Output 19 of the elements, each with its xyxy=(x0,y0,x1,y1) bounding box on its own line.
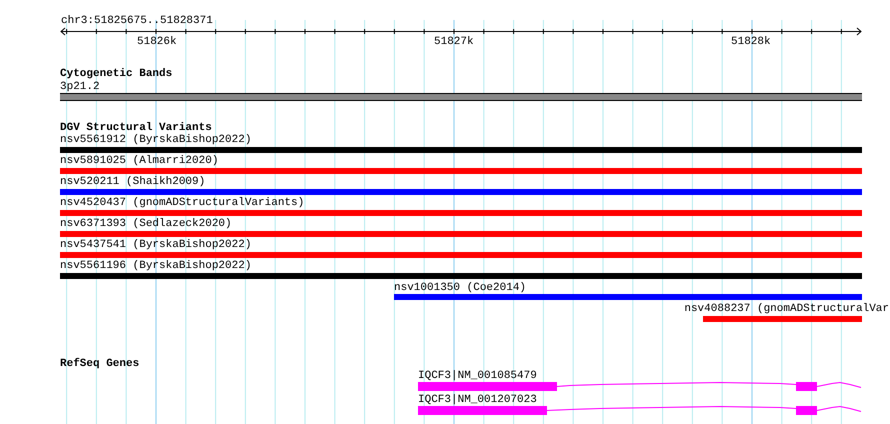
track-heading: RefSeq Genes xyxy=(60,358,140,370)
variant-label: nsv4520437 (gnomADStructuralVariants) xyxy=(60,197,304,209)
track-heading: Cytogenetic Bands xyxy=(60,68,172,80)
variant-label: nsv4088237 (gnomADStructuralVar xyxy=(684,303,889,315)
variant-label: nsv6371393 (Sedlazeck2020) xyxy=(60,218,232,230)
gene-label: IQCF3|NM_001085479 xyxy=(418,370,537,382)
position-label: chr3:51825675..51828371 xyxy=(61,15,213,27)
gene-label: IQCF3|NM_001207023 xyxy=(418,394,537,406)
variant-label: nsv1001350 (Coe2014) xyxy=(394,282,526,294)
variant-label: nsv5561196 (ByrskaBishop2022) xyxy=(60,260,252,272)
tick-label: 51826k xyxy=(137,36,177,48)
variant-label: nsv520211 (Shaikh2009) xyxy=(60,176,206,188)
variant-label: nsv5891025 (Almarri2020) xyxy=(60,155,218,167)
tick-label: 51827k xyxy=(434,36,474,48)
track-heading: DGV Structural Variants xyxy=(60,122,212,134)
variant-label: nsv5561912 (ByrskaBishop2022) xyxy=(60,134,252,146)
band-label: 3p21.2 xyxy=(60,81,100,93)
variant-label: nsv5437541 (ByrskaBishop2022) xyxy=(60,239,252,251)
tick-label: 51828k xyxy=(731,36,771,48)
